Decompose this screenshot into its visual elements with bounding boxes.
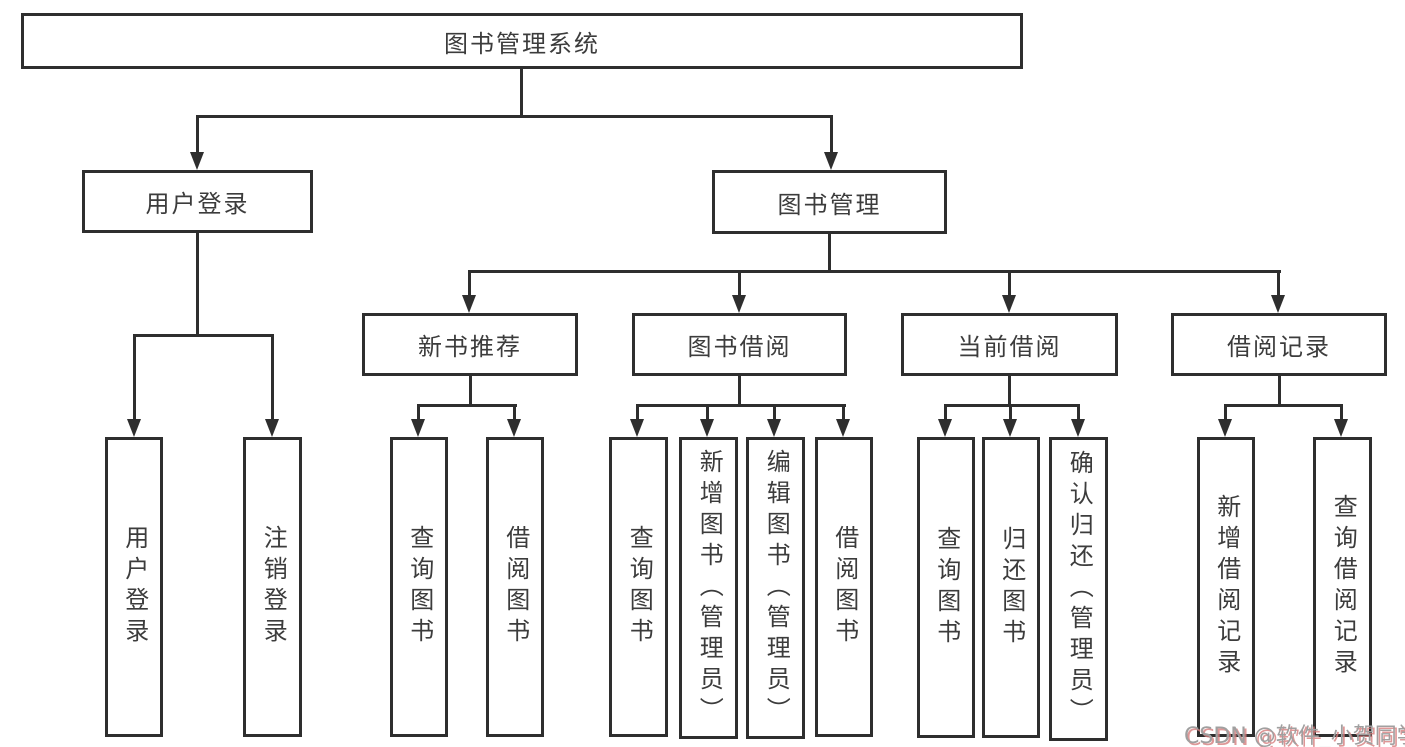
leaf-add-borrow-record-label: 新增借阅记录 [1212, 494, 1241, 680]
leaf-add-books-admin-label: 新增图书（管理员） [695, 448, 724, 728]
leaf-query-borrow-record: 查询借阅记录 [1313, 437, 1372, 737]
leaf-borrow-books: 借阅图书 [815, 437, 873, 737]
arrowhead-icon [411, 419, 425, 437]
connector-line [513, 404, 516, 419]
connector-line [1224, 404, 1343, 407]
arrowhead-icon [767, 419, 781, 437]
connector-line [1009, 404, 1012, 419]
node-current-borrow-label: 当前借阅 [957, 333, 1062, 361]
connector-line [842, 404, 845, 419]
arrowhead-icon [265, 419, 279, 437]
connector-line [1224, 404, 1227, 419]
leaf-borrow-books-label: 借阅图书 [830, 525, 859, 649]
leaf-query-books-borrow: 查询图书 [609, 437, 668, 737]
node-user-login-label: 用户登录 [145, 190, 250, 218]
node-new-book-recommend: 新书推荐 [362, 313, 578, 376]
arrowhead-icon [630, 419, 644, 437]
connector-line [738, 376, 741, 407]
arrowhead-icon [1271, 295, 1285, 313]
node-new-book-recommend-label: 新书推荐 [418, 333, 522, 361]
leaf-return-books-label: 归还图书 [997, 525, 1026, 650]
arrowhead-icon [1218, 419, 1232, 437]
leaf-query-borrow-record-label: 查询借阅记录 [1329, 494, 1358, 680]
connector-line [773, 404, 776, 419]
watermark: CSDN @软件_小贺同学 [1184, 724, 1405, 747]
connector-line [469, 376, 472, 407]
connector-line [417, 404, 420, 419]
leaf-logout-label: 注销登录 [259, 525, 288, 649]
connector-line [196, 115, 199, 153]
arrowhead-icon [462, 295, 476, 313]
connector-line [1008, 376, 1011, 407]
connector-line [133, 334, 136, 419]
node-book-management-label: 图书管理 [777, 190, 882, 219]
connector-line [196, 233, 199, 337]
connector-line [1277, 270, 1280, 295]
leaf-user-login-label: 用户登录 [120, 525, 149, 649]
arrowhead-icon [1003, 419, 1017, 437]
leaf-confirm-return-admin-label: 确认归还（管理员） [1065, 449, 1094, 729]
connector-line [706, 404, 709, 419]
connector-line [636, 404, 846, 407]
leaf-logout: 注销登录 [243, 437, 302, 737]
arrowhead-icon [836, 419, 850, 437]
arrowhead-icon [190, 152, 204, 170]
connector-line [1008, 270, 1011, 295]
node-user-login: 用户登录 [82, 170, 313, 233]
connector-line [944, 404, 1080, 407]
connector-line [828, 234, 831, 273]
connector-line [944, 404, 947, 419]
connector-line [520, 69, 523, 118]
connector-line [1077, 404, 1080, 419]
arrowhead-icon [507, 419, 521, 437]
arrowhead-icon [938, 419, 952, 437]
connector-line [196, 115, 833, 118]
arrowhead-icon [824, 152, 838, 170]
leaf-query-books-current: 查询图书 [917, 437, 975, 738]
leaf-edit-books-admin: 编辑图书（管理员） [746, 437, 805, 739]
node-current-borrow: 当前借阅 [901, 313, 1118, 376]
leaf-edit-books-admin-label: 编辑图书（管理员） [762, 448, 791, 728]
arrowhead-icon [1071, 419, 1085, 437]
leaf-borrow-books-recommend-label: 借阅图书 [501, 525, 530, 649]
arrowhead-icon [127, 419, 141, 437]
node-book-management: 图书管理 [712, 170, 947, 234]
connector-line [1278, 376, 1281, 407]
leaf-add-borrow-record: 新增借阅记录 [1197, 437, 1255, 737]
leaf-confirm-return-admin: 确认归还（管理员） [1049, 437, 1108, 741]
connector-line [271, 334, 274, 419]
node-book-borrow-label: 图书借阅 [687, 333, 792, 361]
node-borrow-records: 借阅记录 [1171, 313, 1387, 376]
connector-line [468, 270, 1281, 273]
arrowhead-icon [1334, 419, 1348, 437]
arrowhead-icon [700, 419, 714, 437]
leaf-return-books: 归还图书 [982, 437, 1040, 738]
leaf-query-books-borrow-label: 查询图书 [625, 525, 654, 649]
leaf-add-books-admin: 新增图书（管理员） [679, 437, 738, 739]
connector-line [636, 404, 639, 419]
connector-line [417, 404, 517, 407]
connector-line [738, 270, 741, 295]
arrowhead-icon [1002, 295, 1016, 313]
leaf-query-books-recommend-label: 查询图书 [405, 525, 434, 649]
connector-line [1340, 404, 1343, 419]
connector-line [830, 115, 833, 153]
node-library-system-label: 图书管理系统 [444, 29, 600, 58]
node-library-system: 图书管理系统 [21, 13, 1023, 69]
leaf-query-books-recommend: 查询图书 [390, 437, 448, 737]
connector-line [468, 270, 471, 295]
arrowhead-icon [732, 295, 746, 313]
connector-line [133, 334, 274, 337]
leaf-borrow-books-recommend: 借阅图书 [486, 437, 544, 737]
leaf-user-login: 用户登录 [105, 437, 163, 737]
node-book-borrow: 图书借阅 [632, 313, 847, 376]
node-borrow-records-label: 借阅记录 [1227, 333, 1331, 361]
leaf-query-books-current-label: 查询图书 [932, 525, 961, 650]
